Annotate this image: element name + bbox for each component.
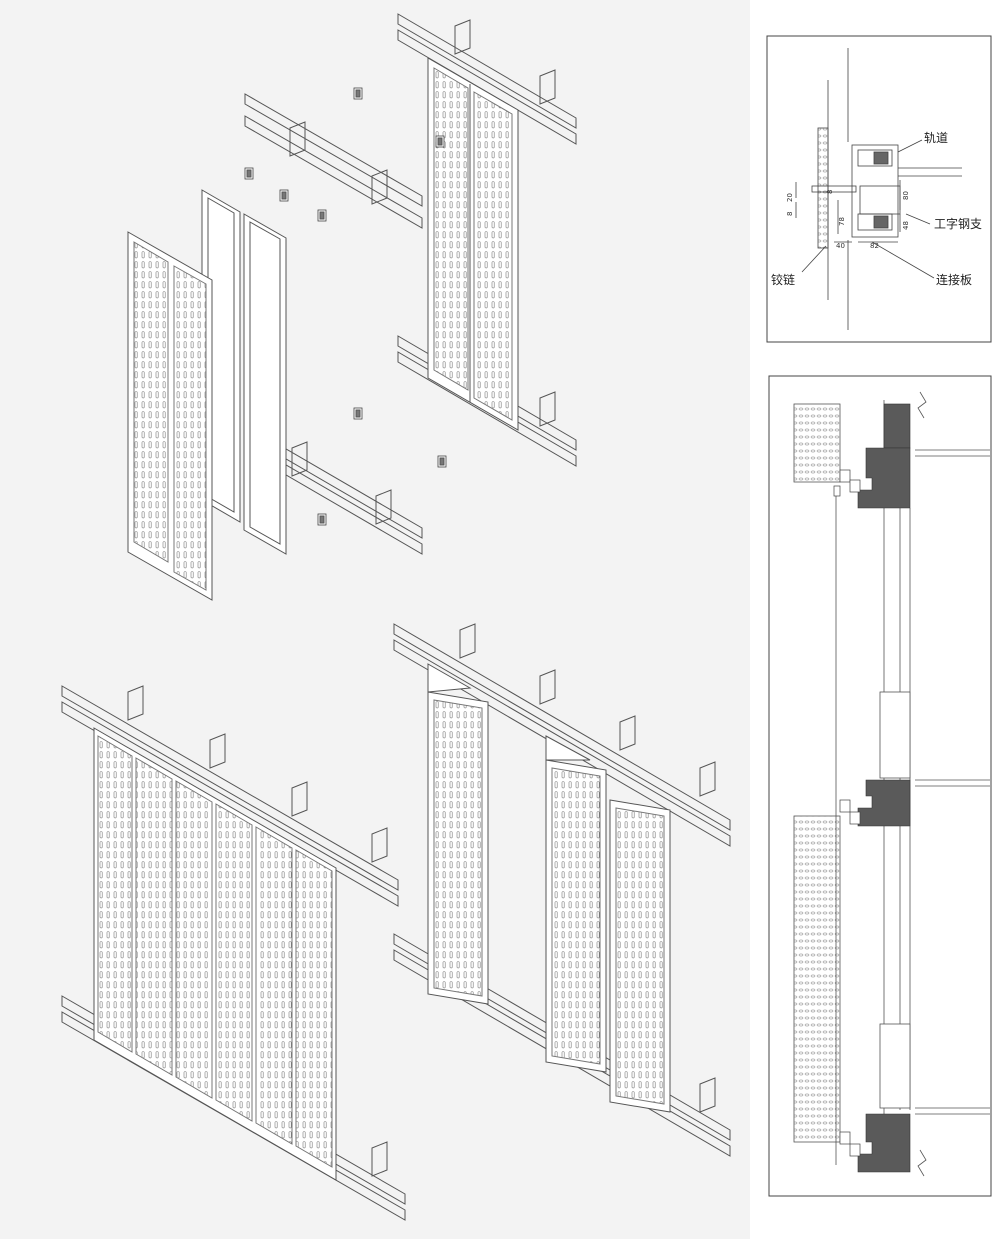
- dim-6: 48: [902, 221, 910, 230]
- section-detail: 轨道 工字钢支 铰链 连接板 20 8 8 78 80 48 40 82: [766, 35, 992, 343]
- label-i-beam: 工字钢支: [934, 216, 982, 231]
- label-connector: 连接板: [936, 272, 972, 287]
- label-hinge: 铰链: [771, 272, 795, 287]
- vertical-section: [768, 375, 992, 1197]
- perforated-panel: [545, 735, 607, 1073]
- folded-assembly: [393, 623, 731, 1157]
- closed-assembly: [61, 685, 406, 1221]
- dim-4: 78: [838, 217, 846, 226]
- dim-2: 8: [786, 212, 794, 216]
- perforated-panel: [127, 231, 213, 601]
- dim-3: 8: [826, 190, 834, 194]
- exploded-assembly: [127, 13, 577, 601]
- perforated-panel: [609, 799, 671, 1113]
- dim-8: 82: [870, 242, 879, 250]
- track-rail: [61, 685, 399, 907]
- track-rail: [393, 623, 731, 847]
- perforated-panel: [427, 663, 489, 1005]
- dim-1: 20: [786, 193, 794, 202]
- panel-frame: [201, 189, 287, 555]
- label-track: 轨道: [924, 131, 948, 145]
- perforated-panel: [93, 727, 337, 1181]
- perforated-panel: [427, 57, 519, 431]
- dim-5: 80: [902, 191, 910, 200]
- track-rail: [244, 93, 423, 229]
- dim-7: 40: [836, 242, 845, 250]
- track-rail: [397, 13, 577, 145]
